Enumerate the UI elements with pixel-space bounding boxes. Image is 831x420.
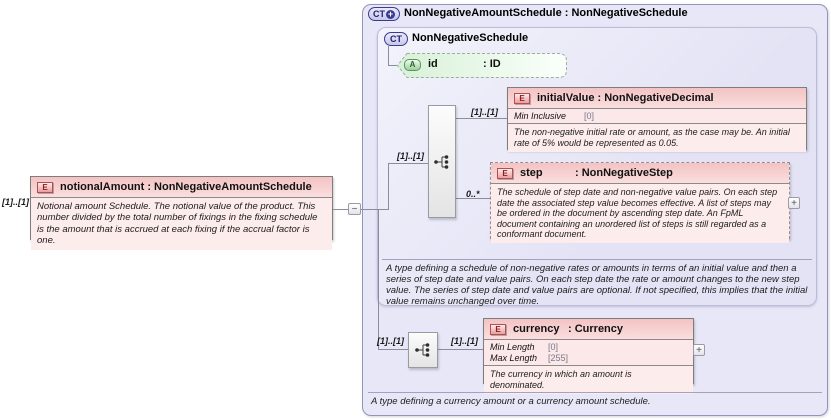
element-type: : NonNegativeStep <box>575 167 673 179</box>
connector-branch-down-line <box>378 209 379 350</box>
element-type: : NonNegativeAmountSchedule <box>147 181 312 193</box>
connector-branch-up-line <box>388 163 389 210</box>
cardinality-notional: [1]..[1] <box>2 197 29 207</box>
element-icon: E <box>514 92 530 104</box>
element-initialValue[interactable]: E initialValue : NonNegativeDecimal Min … <box>507 87 807 152</box>
element-name: step <box>520 167 543 179</box>
cardinality-step: 0..* <box>466 189 480 199</box>
cardinality-initialvalue: [1]..[1] <box>471 107 498 117</box>
attribute-shape <box>397 53 567 78</box>
connector-step-line <box>456 198 490 199</box>
element-initialValue-header: E initialValue : NonNegativeDecimal <box>508 88 806 109</box>
facet-list: Min Inclusive [0] <box>508 109 806 124</box>
element-type: : Currency <box>568 323 624 335</box>
complextype-icon: CT <box>384 32 408 46</box>
attribute-icon: A <box>404 59 421 71</box>
ct-badge-label: CT <box>373 9 385 19</box>
element-step-header: E step : NonNegativeStep <box>491 163 789 184</box>
element-name: initialValue <box>537 92 595 104</box>
element-doc: Notional amount Schedule. The notional v… <box>31 198 332 250</box>
sequence-icon <box>434 154 449 169</box>
element-icon: E <box>497 167 513 179</box>
outer-doc-separator <box>368 392 822 393</box>
facet-row: Min Length [0] <box>490 342 687 353</box>
attribute-type: : ID <box>483 58 501 70</box>
inner-doc: A type defining a schedule of non-negati… <box>386 263 808 308</box>
facet-value: [255] <box>548 353 569 363</box>
expand-currency-button[interactable]: + <box>693 344 705 356</box>
outer-doc: A type defining a currency amount or a c… <box>371 396 651 407</box>
connector-id-hline <box>388 65 397 66</box>
element-icon: E <box>37 181 53 193</box>
connector-seq-top-line <box>388 163 428 164</box>
cardinality-seq-bottom-left: [1]..[1] <box>377 336 404 346</box>
sequence-compositor-top[interactable] <box>428 105 456 218</box>
connector-currency-line <box>438 349 483 350</box>
inner-doc-separator <box>382 259 812 260</box>
sequence-compositor-bottom[interactable] <box>408 332 438 368</box>
facet-value: [0] <box>584 111 595 121</box>
connector-initialvalue-line <box>456 118 507 119</box>
complextype-plus-icon: CT+ <box>368 7 400 21</box>
element-icon: E <box>490 323 506 335</box>
collapse-button[interactable]: − <box>348 203 361 215</box>
outer-title: NonNegativeAmountSchedule : NonNegativeS… <box>404 7 688 19</box>
element-name: notionalAmount <box>60 181 145 193</box>
element-step[interactable]: E step : NonNegativeStep The schedule of… <box>490 162 790 244</box>
facet-row: Max Length [255] <box>490 353 687 364</box>
cardinality-seq-top: [1]..[1] <box>397 151 424 161</box>
element-type: : NonNegativeDecimal <box>597 92 714 104</box>
connector-seq-bottom-line <box>378 349 408 350</box>
facet-name: Min Length <box>490 342 535 352</box>
connector-id-vline <box>388 46 389 66</box>
facet-value: [0] <box>548 342 559 352</box>
element-doc: The currency in which an amount is denom… <box>484 366 693 394</box>
facet-name: Max Length <box>490 353 538 363</box>
facet-name: Min Inclusive <box>514 111 567 121</box>
element-notionalAmount-header: E notionalAmount : NonNegativeAmountSche… <box>31 177 332 198</box>
facet-list: Min Length [0] Max Length [255] <box>484 340 693 366</box>
element-doc: The non-negative initial rate or amount,… <box>508 124 806 152</box>
attribute-id[interactable]: A id : ID <box>397 53 567 78</box>
element-doc: The schedule of step date and non-negati… <box>491 184 789 244</box>
cardinality-seq-bottom-right: [1]..[1] <box>451 336 478 346</box>
inner-title: NonNegativeSchedule <box>412 32 529 44</box>
element-name: currency <box>513 323 560 335</box>
expand-step-button[interactable]: + <box>788 197 800 209</box>
facet-row: Min Inclusive [0] <box>514 111 800 122</box>
element-currency-header: E currency : Currency <box>484 319 693 340</box>
ct-badge-label: CT <box>390 34 402 44</box>
attribute-name: id <box>428 58 438 70</box>
element-notionalAmount[interactable]: E notionalAmount : NonNegativeAmountSche… <box>30 176 333 250</box>
sequence-icon <box>415 343 430 357</box>
plus-icon: + <box>386 8 395 19</box>
element-currency[interactable]: E currency : Currency Min Length [0] Max… <box>483 318 694 394</box>
